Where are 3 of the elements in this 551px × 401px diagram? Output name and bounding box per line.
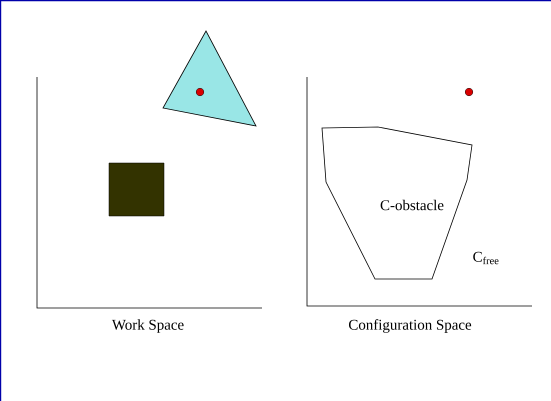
axis-label: Configuration Space [348, 319, 472, 333]
axis-label: Work Space [112, 319, 184, 333]
c-obstacle-polygon: C-obstacle [322, 126, 472, 280]
